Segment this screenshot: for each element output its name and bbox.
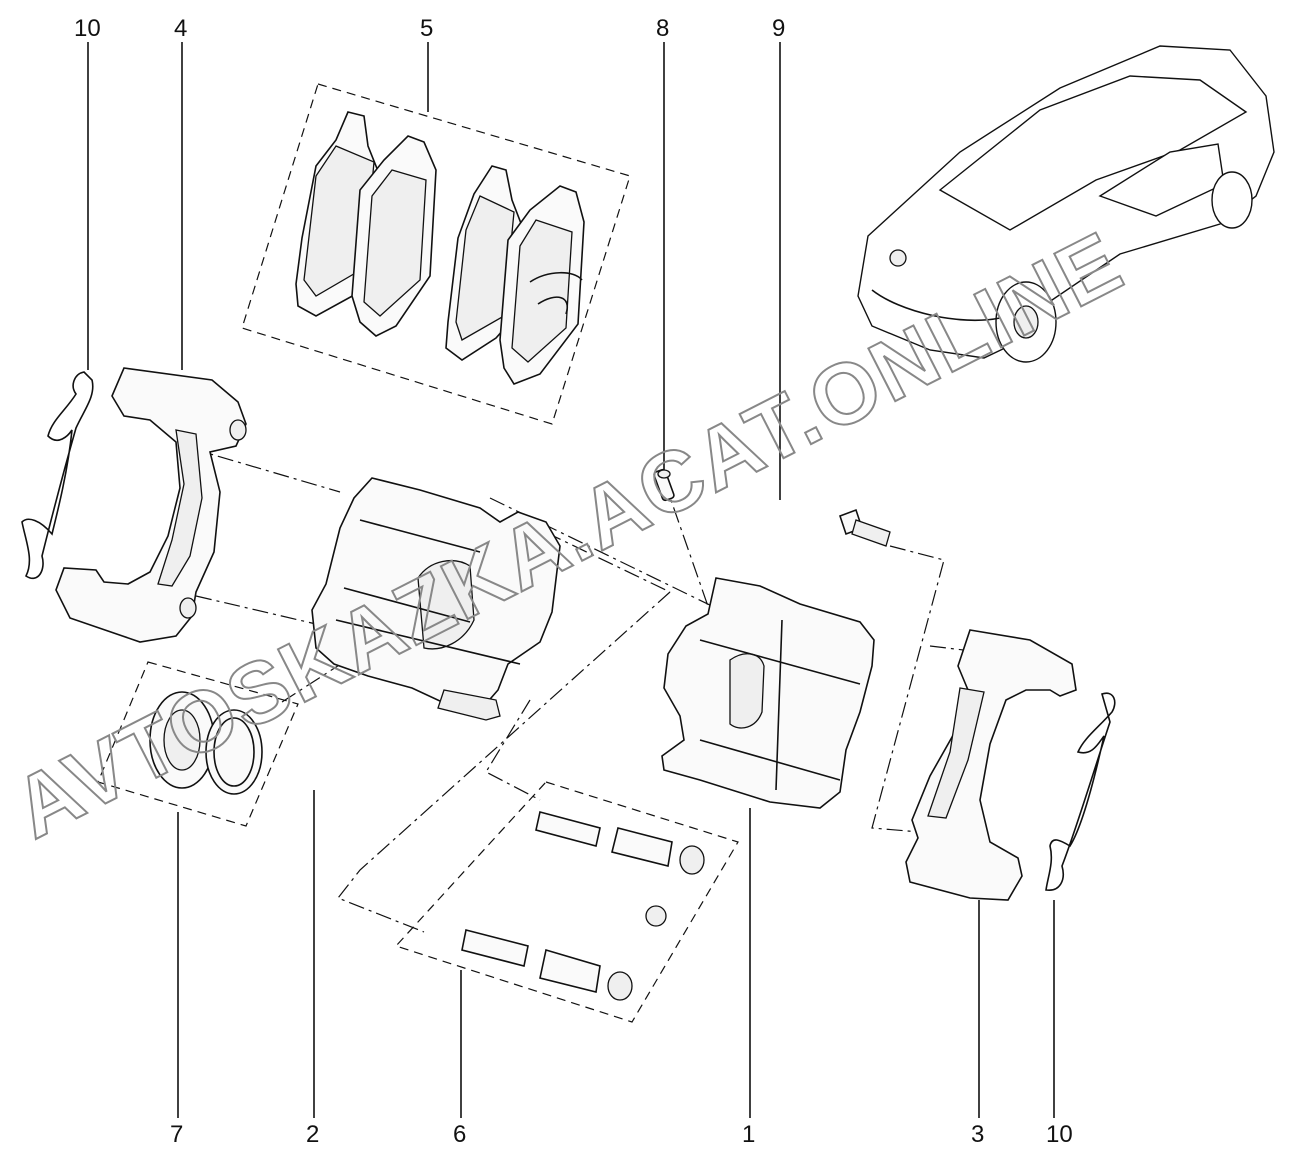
spring-clip-left: [21, 371, 94, 580]
caliper-right: [661, 577, 875, 809]
brake-pads: [295, 111, 585, 385]
caliper-left: [311, 477, 561, 721]
callout-5: 5: [420, 15, 433, 42]
piston-seal-kit: [149, 691, 263, 795]
callout-8: 8: [656, 15, 669, 42]
callout-4: 4: [174, 15, 187, 42]
callout-7: 7: [170, 1121, 183, 1148]
guide-pin-group-frame: [394, 781, 739, 1023]
callout-3: 3: [971, 1121, 984, 1148]
guide-pin-kit: [461, 811, 705, 1001]
callout-6: 6: [453, 1121, 466, 1148]
callout-2: 2: [306, 1121, 319, 1148]
caliper-bracket-left: [55, 367, 247, 643]
leader-lines: [87, 42, 1055, 1118]
spring-clip-right: [1045, 692, 1116, 891]
callout-9: 9: [772, 15, 785, 42]
callout-1: 1: [742, 1121, 755, 1148]
brake-pads-group-frame: [241, 83, 631, 425]
car-icon: [857, 45, 1275, 363]
callout-10-right: 10: [1046, 1121, 1073, 1148]
callout-10-left: 10: [74, 15, 101, 42]
caliper-bracket-right: [905, 629, 1077, 901]
bleeder-valve: [653, 468, 675, 502]
piston-seal-group-frame: [97, 661, 299, 827]
caliper-bolt: [838, 508, 891, 547]
